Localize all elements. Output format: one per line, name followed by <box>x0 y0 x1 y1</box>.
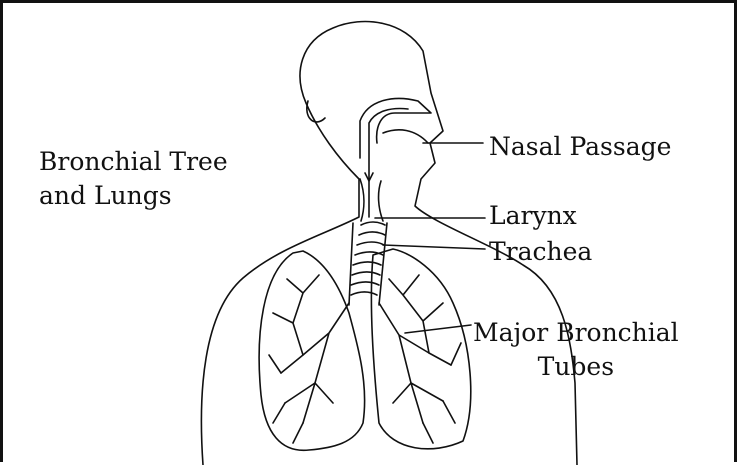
right-bronchus <box>379 303 451 423</box>
right-branches <box>389 275 461 443</box>
respiratory-illustration <box>3 3 737 465</box>
figure-title-line-1: Bronchial Tree <box>39 147 228 176</box>
leader-bronchial <box>405 325 471 333</box>
airway-arrow-line <box>369 109 408 217</box>
label-major-bronchial-line-2: Tubes <box>538 352 614 381</box>
larynx-shape <box>360 179 383 221</box>
left-bronchus <box>281 303 349 423</box>
palate <box>383 130 428 143</box>
leader-trachea <box>383 245 485 249</box>
left-branches <box>269 275 333 443</box>
figure-title-line-2: and Lungs <box>39 181 172 210</box>
label-trachea: Trachea <box>489 235 592 269</box>
figure-title: Bronchial Tree and Lungs <box>39 145 228 213</box>
label-nasal-passage: Nasal Passage <box>489 130 671 164</box>
trachea-rings <box>349 222 387 305</box>
label-larynx: Larynx <box>489 199 577 233</box>
nasal-cavity <box>360 98 431 158</box>
label-major-bronchial-line-1: Major Bronchial <box>473 318 679 347</box>
